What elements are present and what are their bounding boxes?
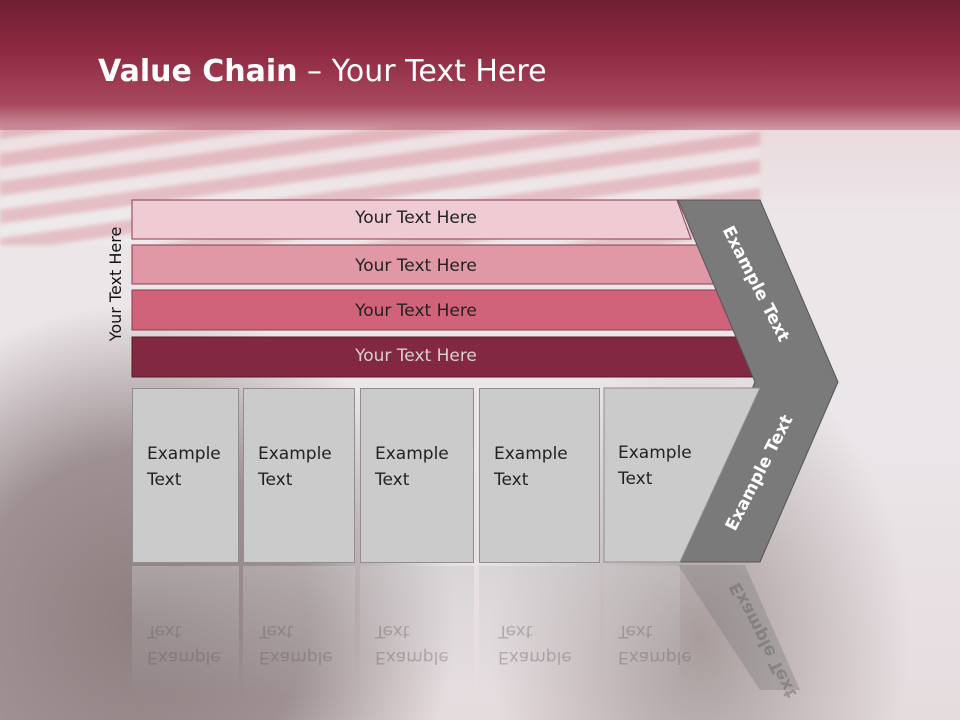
- support-band-4-label: Your Text Here: [355, 346, 477, 366]
- support-band-2-label: Your Text Here: [355, 256, 477, 276]
- page-title: Value Chain – Your Text Here: [98, 54, 547, 89]
- box-reflection: [479, 566, 600, 696]
- margin-chevron-reflection: [678, 565, 800, 690]
- primary-activity-line1: Example: [258, 444, 332, 464]
- title-rest: – Your Text Here: [297, 54, 547, 89]
- support-band-1: [131, 199, 692, 240]
- primary-activity-line1: Example: [618, 443, 692, 463]
- primary-activity-box: Example Text: [243, 388, 355, 563]
- box-reflection: [604, 566, 680, 696]
- title-bar: [0, 0, 960, 130]
- box-reflection: [243, 566, 355, 696]
- primary-activity-line2: Text: [375, 470, 410, 490]
- primary-activity-box: Example Text: [360, 388, 474, 563]
- primary-activity-line1: Example: [375, 444, 449, 464]
- primary-activity-line2: Text: [494, 470, 529, 490]
- box-reflection: [360, 566, 474, 696]
- primary-activity-line2: Text: [147, 470, 182, 490]
- primary-activity-line2: Text: [258, 470, 293, 490]
- primary-activity-line2: Text: [618, 469, 653, 489]
- box-reflection: [132, 566, 239, 696]
- primary-activity-line1: Example: [147, 444, 221, 464]
- support-band-1-label: Your Text Here: [355, 208, 477, 228]
- primary-activity-box: Example Text: [604, 388, 704, 563]
- primary-activity-line1: Example: [494, 444, 568, 464]
- primary-arrow-tip: [603, 387, 761, 563]
- support-band-3-label: Your Text Here: [355, 301, 477, 321]
- primary-activity-box: Example Text: [132, 388, 239, 563]
- primary-activity-box: Example Text: [479, 388, 600, 563]
- title-bold: Value Chain: [98, 54, 298, 89]
